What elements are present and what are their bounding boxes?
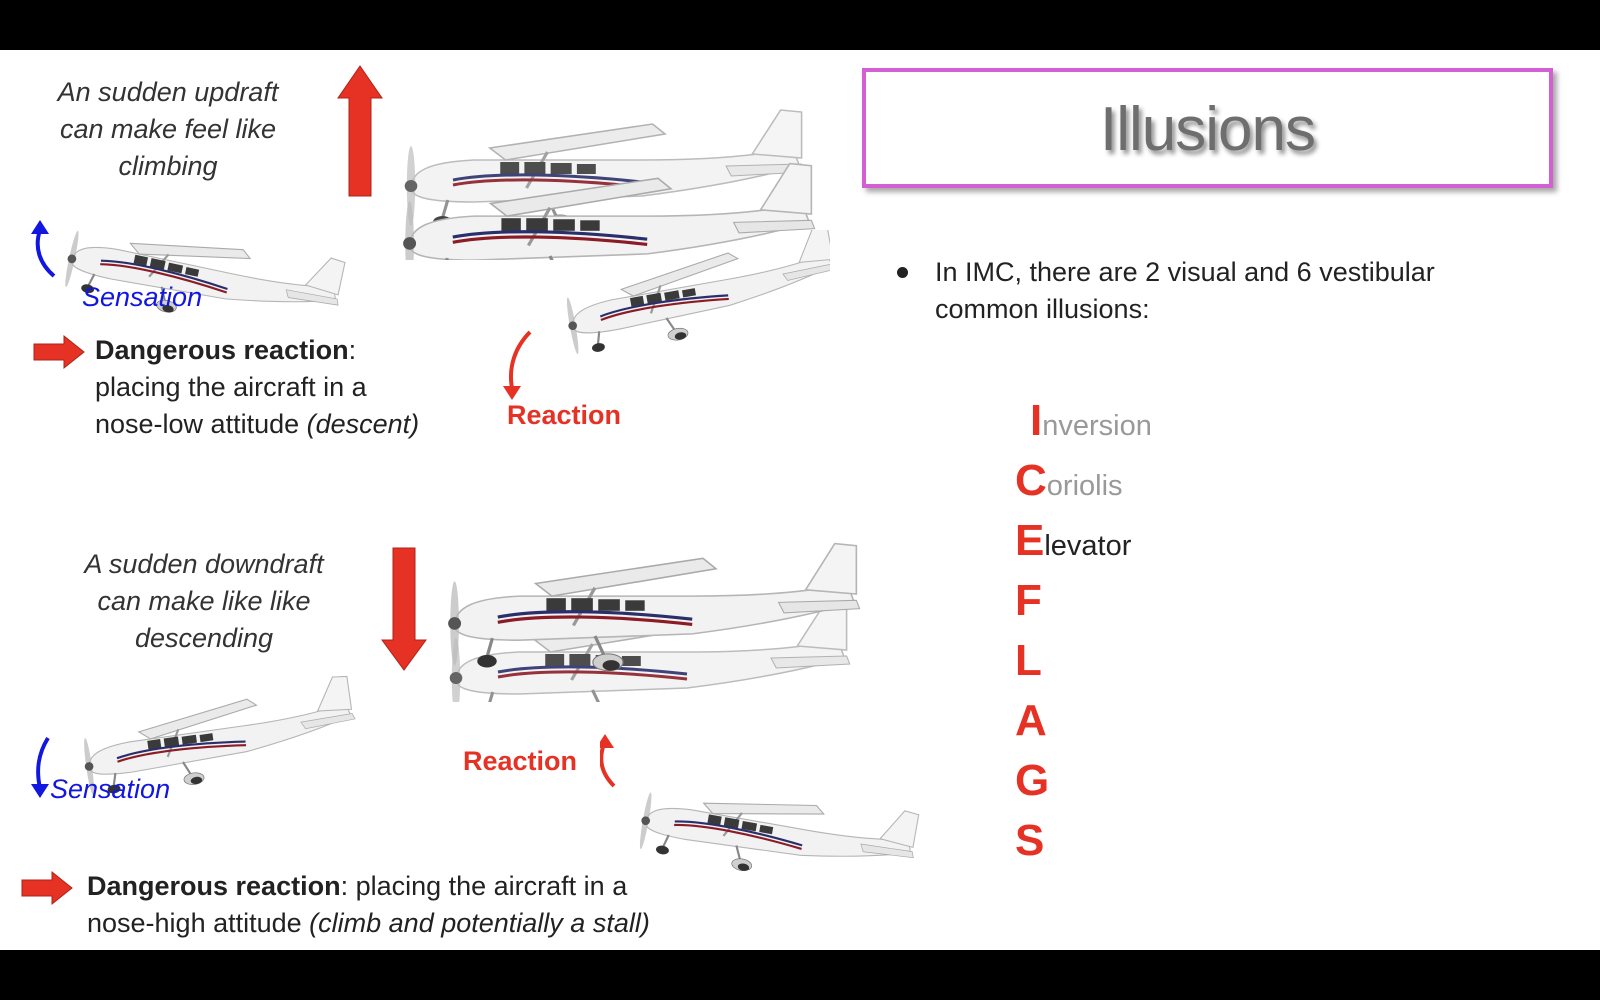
acronym-rest: nversion xyxy=(1042,410,1152,442)
updraft-caption: An sudden updraft can make feel like cli… xyxy=(18,74,318,185)
updraft-sensation-plane xyxy=(31,203,349,328)
updraft-danger-line2: placing the aircraft in a xyxy=(95,372,367,402)
bullet-dot-icon xyxy=(897,267,908,278)
bullet-item: In IMC, there are 2 visual and 6 vestibu… xyxy=(897,254,1537,328)
downdraft-danger-line2-italic: (climb and potentially a stall) xyxy=(309,908,650,938)
acronym-item-f: F xyxy=(1015,576,1042,626)
downdraft-reaction-plane xyxy=(600,734,923,901)
downdraft-danger-rest: : placing the aircraft in a xyxy=(340,871,628,901)
downdraft-reaction-label: Reaction xyxy=(463,746,578,776)
acronym-letter: C xyxy=(1015,456,1047,505)
acronym-rest: levator xyxy=(1044,530,1132,562)
acronym-letter: I xyxy=(1030,396,1043,445)
updraft-danger-colon: : xyxy=(348,335,357,365)
acronym-item-elevator: Elevator xyxy=(1015,516,1131,571)
downdraft-danger-text: Dangerous reaction: placing the aircraft… xyxy=(87,868,787,942)
acronym-item-s: S xyxy=(1015,816,1044,866)
updraft-danger-text: Dangerous reaction: placing the aircraft… xyxy=(95,332,495,443)
acronym-letter: F xyxy=(1015,576,1042,625)
updraft-reaction-label: Reaction xyxy=(507,400,622,430)
acronym-item-coriolis: Coriolis xyxy=(1015,456,1123,511)
downdraft-plane-pair xyxy=(446,541,862,702)
acronym-item-a: A xyxy=(1015,696,1047,746)
acronym-item-g: G xyxy=(1015,756,1049,806)
downdraft-sensation-plane xyxy=(31,673,358,801)
slide: An sudden updraft can make feel like cli… xyxy=(0,50,1600,950)
downdraft-sensation-label: Sensation xyxy=(50,774,171,804)
title-box: Illusions xyxy=(862,68,1553,188)
bullet-text: In IMC, there are 2 visual and 6 vestibu… xyxy=(935,257,1435,324)
downdraft-danger-line2: nose-high attitude xyxy=(87,908,310,938)
downdraft-right-arrow-icon xyxy=(21,870,73,906)
downdraft-caption-line: can make like like xyxy=(97,586,311,616)
downdraft-down-arrow-icon xyxy=(381,547,427,671)
acronym-letter: A xyxy=(1015,696,1047,745)
downdraft-danger-label: Dangerous reaction xyxy=(87,871,341,901)
updraft-caption-line: An sudden updraft xyxy=(57,77,279,107)
downdraft-caption-line: A sudden downdraft xyxy=(84,549,324,579)
acronym-item-l: L xyxy=(1015,636,1042,686)
updraft-danger-line3: nose-low attitude xyxy=(95,409,307,439)
acronym-letter: E xyxy=(1015,516,1045,565)
updraft-caption-line: can make feel like xyxy=(59,114,277,144)
updraft-danger-label: Dangerous reaction xyxy=(95,335,349,365)
updraft-sensation-label: Sensation xyxy=(82,282,203,312)
updraft-caption-line: climbing xyxy=(118,151,218,181)
updraft-danger-line3-italic: (descent) xyxy=(306,409,420,439)
acronym-letter: G xyxy=(1015,756,1050,805)
downdraft-caption: A sudden downdraft can make like like de… xyxy=(54,546,354,657)
slide-title: Illusions xyxy=(1100,95,1316,164)
acronym-letter: S xyxy=(1015,816,1045,865)
updraft-right-arrow-icon xyxy=(33,334,85,370)
updraft-reaction-plane xyxy=(503,230,830,400)
acronym-item-inversion: Inversion xyxy=(1030,396,1152,451)
acronym-rest: oriolis xyxy=(1046,470,1123,502)
updraft-up-arrow-icon xyxy=(337,65,383,197)
acronym-letter: L xyxy=(1015,636,1042,685)
downdraft-caption-line: descending xyxy=(134,623,274,653)
